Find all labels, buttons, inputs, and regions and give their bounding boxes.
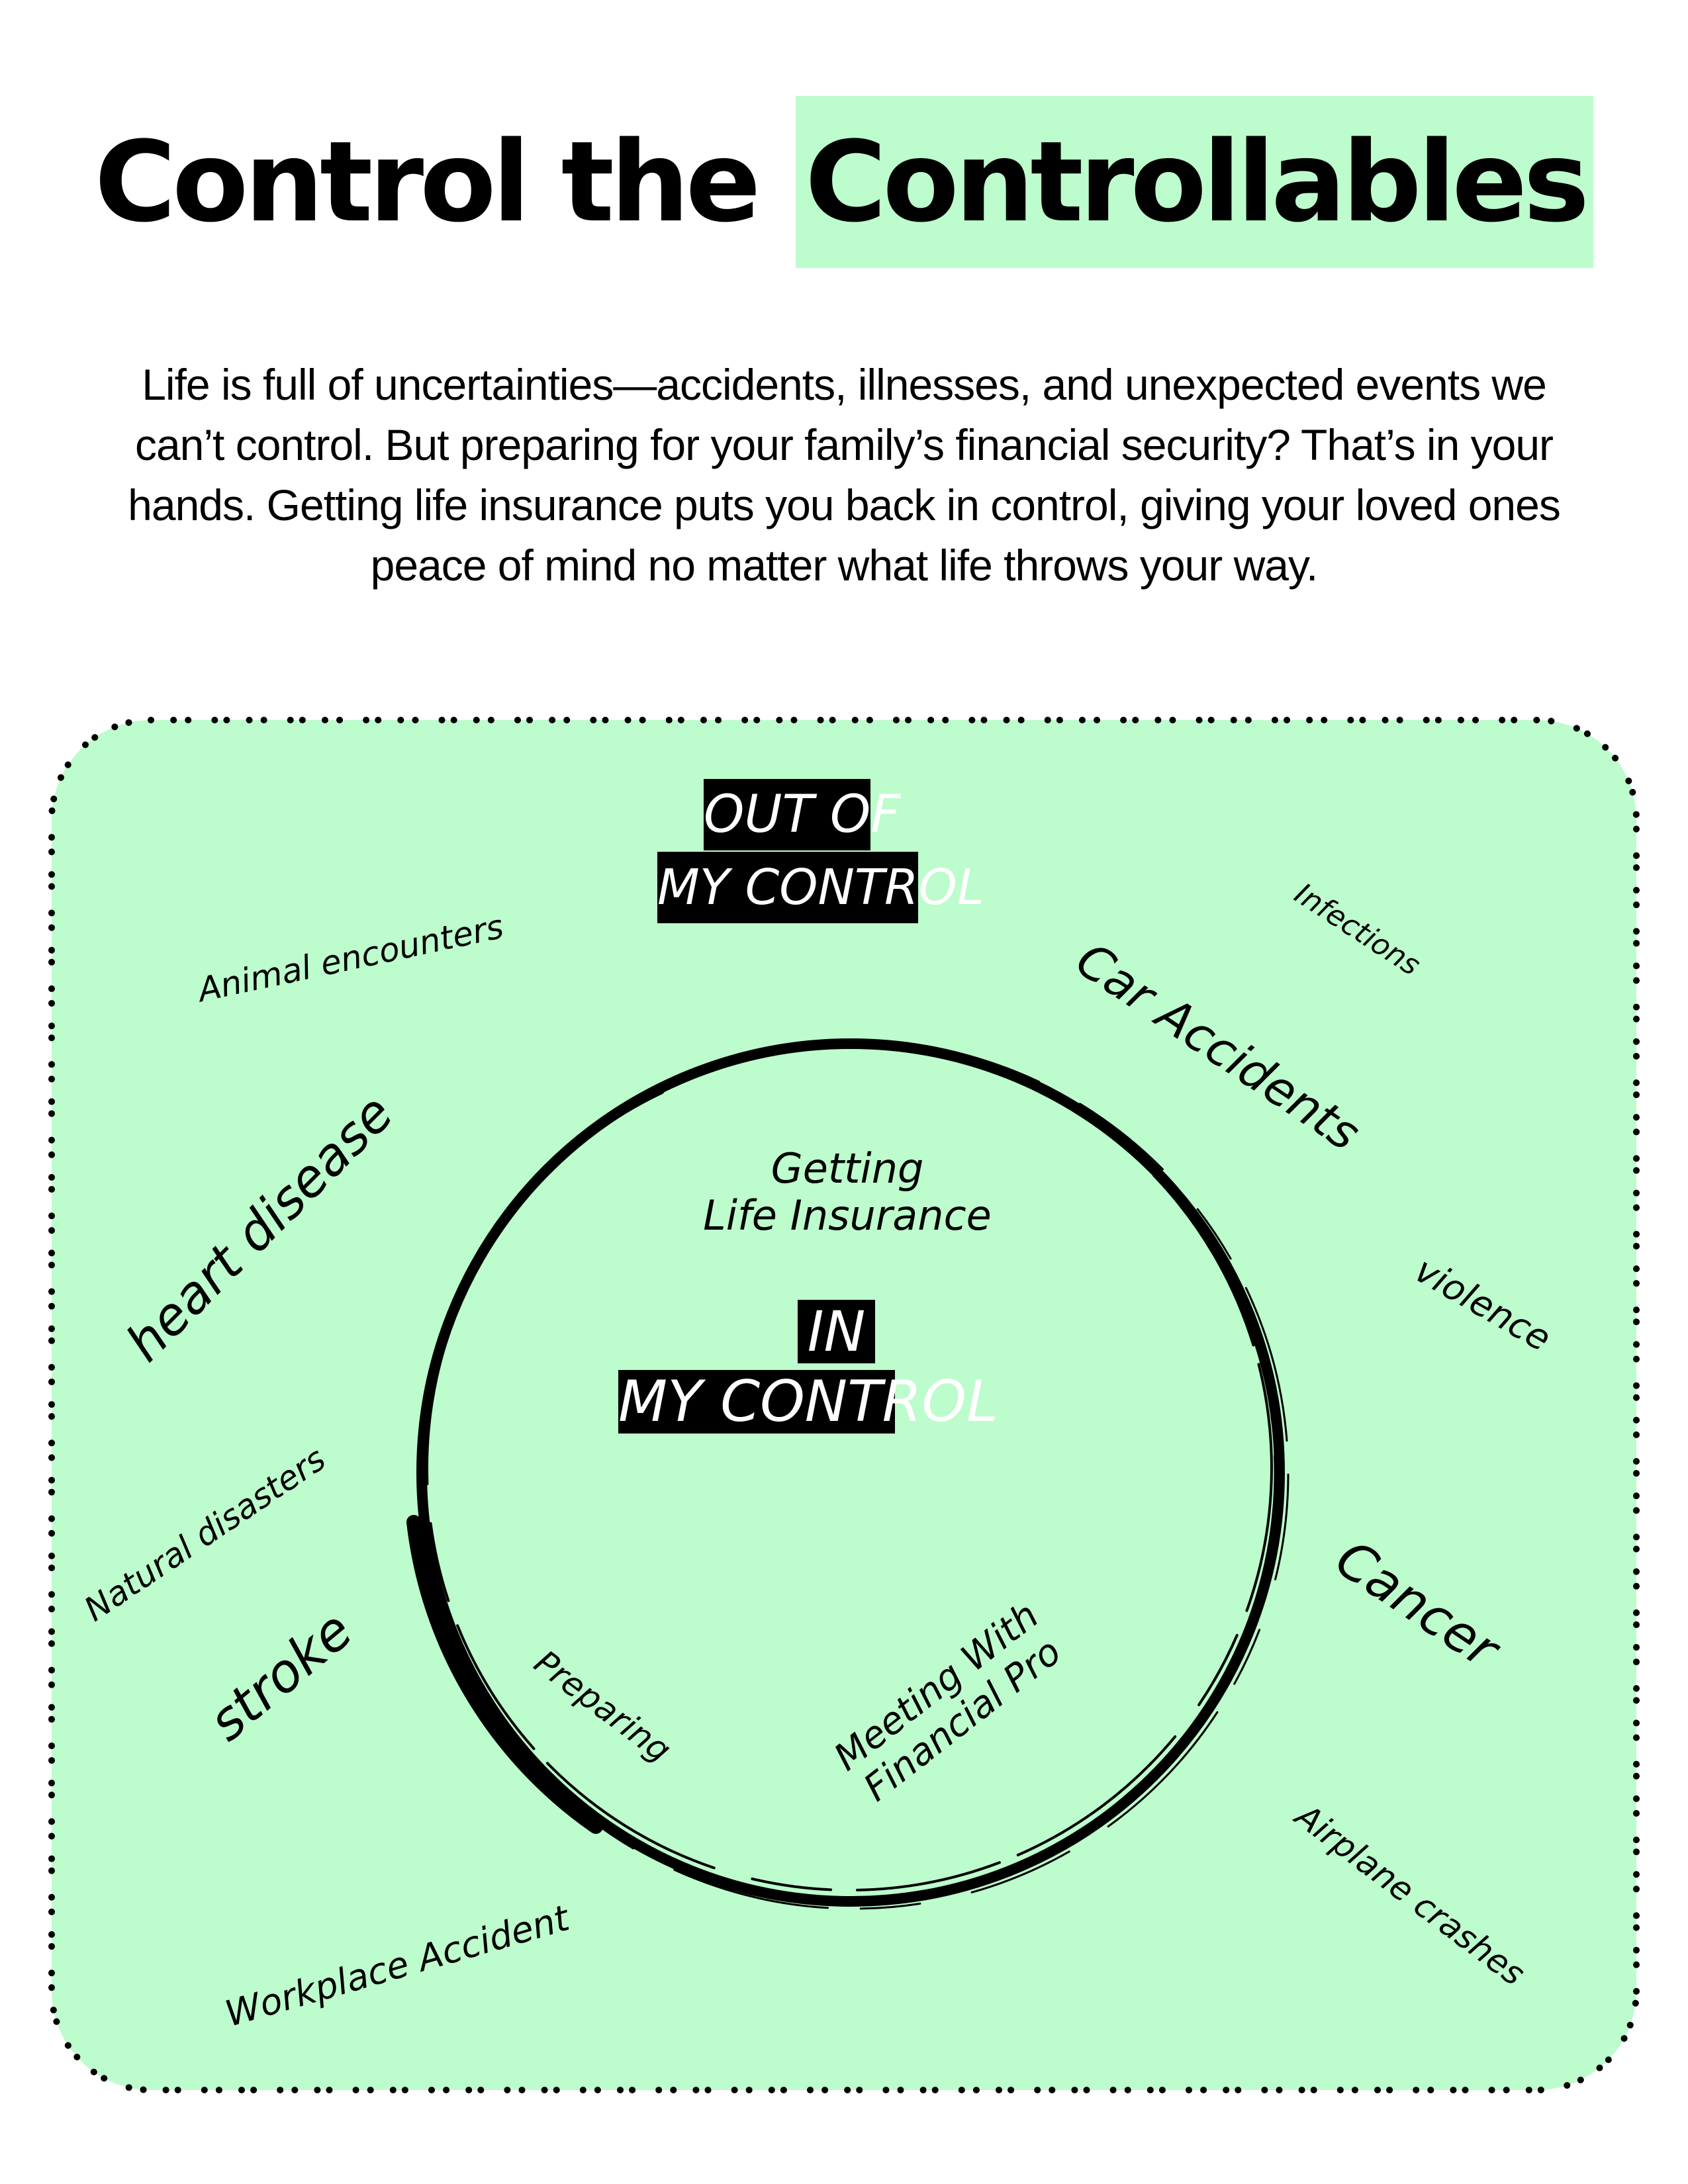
page-title: Control the Controllables (0, 96, 1688, 268)
in-control-heading-line2: MY CONTROL (618, 1369, 999, 1435)
out-of-control-heading-line1: OUT OF (704, 779, 900, 850)
inside-item-getting-life-insurance: Getting Life Insurance (669, 1145, 1026, 1240)
panel-dotted-border (48, 717, 1640, 2093)
in-control-heading-line1: IN (798, 1300, 875, 1363)
title-plain: Control the (94, 117, 761, 247)
intro-paragraph: Life is full of uncertainties—accidents,… (128, 360, 1561, 590)
inside-item-line2: Life Insurance (703, 1191, 992, 1240)
out-of-control-heading-line2: MY CONTROL (657, 852, 984, 923)
title-highlight: Controllables (796, 96, 1594, 268)
inside-item-line1: Getting (771, 1144, 924, 1193)
control-circle (406, 1038, 1289, 1910)
